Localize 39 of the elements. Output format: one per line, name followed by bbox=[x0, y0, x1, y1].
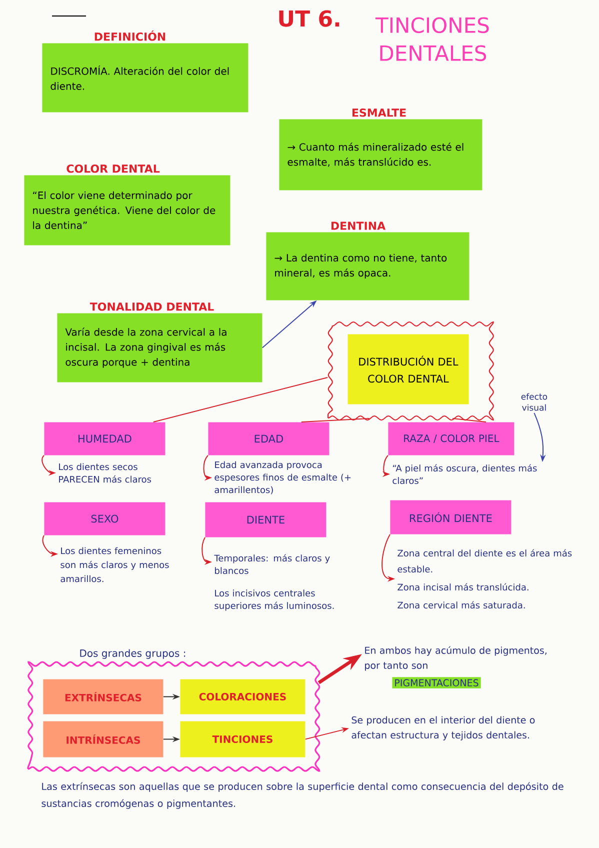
topic-box: SEXO bbox=[44, 502, 166, 536]
connector-line bbox=[300, 418, 370, 422]
connector-line bbox=[452, 418, 486, 422]
note-text: Las extrínsecas son aquellas que se producen sobre la superficie dental como consecuencia del depósito de sustancias cromógenas o pigmentantes. bbox=[42, 782, 564, 809]
note-text: Los dientes femeninos son más claros y menos amarillos. bbox=[60, 547, 169, 582]
connector-line bbox=[152, 376, 328, 422]
group-box: EXTRÍNSECAS bbox=[43, 679, 164, 714]
note-text: En ambos hay acúmulo de pigmentos, por tanto son bbox=[365, 646, 546, 671]
page-title: TINCIONES DENTALES bbox=[375, 17, 489, 62]
note-box: DISCROMÍA. Alteración del color del diente. bbox=[42, 43, 248, 112]
topic-box: REGIÓN DIENTE bbox=[390, 500, 512, 534]
box-heading: DENTINA bbox=[331, 222, 386, 230]
box-heading: COLOR DENTAL bbox=[66, 164, 160, 173]
topic-box: HUMEDAD bbox=[44, 422, 166, 456]
note-text: Se producen en el interior del diente o afectan estructura y tejidos dentales. bbox=[352, 716, 535, 740]
topic-box: EDAD bbox=[208, 422, 330, 456]
box-heading: DEFINICIÓN bbox=[94, 30, 166, 41]
highlighted-term: PIGMENTACIONES bbox=[392, 677, 481, 688]
note-text: Dos grandes grupos : bbox=[80, 649, 186, 659]
cloud-outline bbox=[27, 661, 320, 772]
note-box: “El color viene determinado por nuestra genética. Viene del color de la dentina” bbox=[24, 175, 230, 246]
note-text: efecto visual bbox=[521, 393, 548, 411]
topic-box: RAZA / COLOR PIEL bbox=[388, 422, 514, 456]
group-box: TINCIONES bbox=[180, 721, 306, 758]
note-text: Los dientes secos PARECEN más claros bbox=[59, 463, 152, 483]
note-box: Varía desde la zona cervical a la incisal. La zona gingival es más oscura porque + dentina bbox=[57, 313, 262, 382]
note-text: Zona central del diente es el área más estable. Zona incisal más translúcida. Zona cervical más saturada. bbox=[398, 549, 572, 609]
cloud-outline bbox=[327, 321, 494, 421]
group-box: COLORACIONES bbox=[180, 679, 306, 714]
box-heading: ESMALTE bbox=[352, 108, 406, 117]
unit-number: UT 6. bbox=[279, 10, 340, 27]
topic-box: DIENTE bbox=[205, 502, 326, 538]
note-box: → La dentina como no tiene, tanto mineral, es más opaca. bbox=[266, 232, 470, 300]
note-text: Edad avanzada provoca espesores finos de esmalte (+ amarillentos) bbox=[214, 461, 351, 494]
note-text: “A piel más oscura, dientes más claros” bbox=[392, 464, 537, 484]
note-text: Temporales: más claros y blancos Los incisivos centrales superiores más luminosos. bbox=[214, 554, 334, 611]
group-box: INTRÍNSECAS bbox=[43, 721, 164, 758]
note-box: → Cuanto más mineralizado esté el esmalte, más translúcido es. bbox=[279, 119, 482, 190]
box-heading: TONALIDAD DENTAL bbox=[90, 302, 214, 311]
